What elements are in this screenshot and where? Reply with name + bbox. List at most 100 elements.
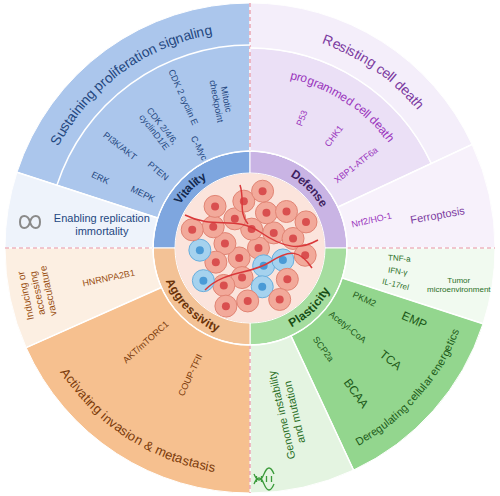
cell-body <box>294 244 316 266</box>
cell-body <box>255 202 277 224</box>
cell-nucleus <box>238 274 246 282</box>
cell <box>204 195 226 217</box>
cell-nucleus <box>244 297 252 305</box>
sector-line <box>26 288 161 348</box>
sector-title: Aggressivity <box>163 274 225 335</box>
cell <box>276 268 298 290</box>
cell <box>269 288 291 310</box>
cell-nucleus <box>276 295 284 303</box>
dna-rung <box>266 476 267 482</box>
cell-nucleus <box>282 208 290 216</box>
cell <box>181 219 203 241</box>
dna-icon <box>254 468 274 490</box>
divider-line <box>5 247 153 248</box>
cell-nucleus <box>231 215 239 223</box>
hallmark-sector: Genome instability and mutation <box>250 335 354 493</box>
hallmark-sector: Activating invasion & metastasisCOUP-TFI… <box>26 287 251 493</box>
sector-shape <box>26 287 251 493</box>
cell-nucleus <box>259 187 267 195</box>
cell-body <box>237 290 259 312</box>
cell-body <box>189 239 211 261</box>
sector-title: Sustaining proliferation signaling <box>46 20 217 149</box>
dna-rung <box>261 476 262 482</box>
sector-title: Resisting cell death <box>318 30 429 114</box>
sector-fill <box>250 336 354 493</box>
quadrant-dividers <box>5 3 495 493</box>
vessel <box>205 253 312 290</box>
cell-body <box>252 180 274 202</box>
band-line <box>250 48 431 164</box>
sector-shape <box>250 335 354 493</box>
cell-nucleus <box>289 234 297 242</box>
cell-nucleus <box>196 246 204 254</box>
arc-letter: s <box>208 460 217 474</box>
dna-rung <box>256 476 257 482</box>
cell <box>189 239 211 261</box>
ring-line <box>153 151 347 345</box>
cell-body <box>202 216 224 238</box>
cell-nucleus <box>221 240 229 248</box>
hallmark-sector: Aggressivity <box>153 248 250 345</box>
sector-fill <box>26 287 250 493</box>
vessel <box>240 185 248 224</box>
divider-line <box>249 345 250 493</box>
sector-title: Activating invasion & metastasis <box>57 364 221 476</box>
cell-body <box>275 201 297 223</box>
tumor-ground <box>175 173 325 323</box>
sector-title: Plasticity <box>285 282 333 331</box>
sector-title: Tumor microenvironment <box>426 276 492 294</box>
divider-line <box>347 247 495 248</box>
vessel <box>185 215 318 246</box>
dna-strand <box>254 468 274 480</box>
sector-line <box>291 336 354 470</box>
cell-nucleus <box>212 258 220 266</box>
cell-nucleus <box>270 229 278 237</box>
cell-nucleus <box>302 218 310 226</box>
cell <box>202 216 224 238</box>
cell-nucleus <box>209 223 217 231</box>
cell <box>295 211 317 233</box>
divider-line <box>249 3 250 151</box>
cell <box>294 244 316 266</box>
tumor-cells <box>181 180 317 317</box>
cell-body <box>192 270 214 292</box>
cell <box>237 290 259 312</box>
band-line <box>57 45 250 185</box>
gene-label: TNF-a <box>388 253 411 264</box>
dna-strand <box>254 478 274 490</box>
cell <box>272 249 294 271</box>
cell <box>255 202 277 224</box>
cell-nucleus <box>258 283 266 291</box>
cell <box>215 295 237 317</box>
sector-separators <box>17 45 483 470</box>
sector-line <box>17 172 158 218</box>
cell-nucleus <box>254 244 262 252</box>
sector-line <box>338 145 472 208</box>
cell-body <box>276 268 298 290</box>
blood-vessels <box>185 185 318 290</box>
cell-body <box>181 219 203 241</box>
hallmark-sector: Plasticity <box>250 248 347 345</box>
sector-fill <box>338 144 495 248</box>
cell-nucleus <box>199 277 207 285</box>
sector-fill <box>5 172 158 248</box>
sector-title: Enabling replication immortality <box>52 212 152 237</box>
cell-body <box>269 288 291 310</box>
cell-nucleus <box>262 209 270 217</box>
cell <box>275 201 297 223</box>
cell-nucleus <box>235 254 243 262</box>
arc-letter: & <box>142 438 156 454</box>
cell <box>252 180 274 202</box>
cell-nucleus <box>283 275 291 283</box>
cell-body <box>295 211 317 233</box>
cell-nucleus <box>188 226 196 234</box>
cell-body <box>215 295 237 317</box>
sector-title: Vitality <box>171 168 210 207</box>
cell-body <box>272 249 294 271</box>
cell-nucleus <box>220 281 228 289</box>
cell <box>192 270 214 292</box>
sector-title: Defense <box>288 167 332 211</box>
cell-body <box>204 195 226 217</box>
